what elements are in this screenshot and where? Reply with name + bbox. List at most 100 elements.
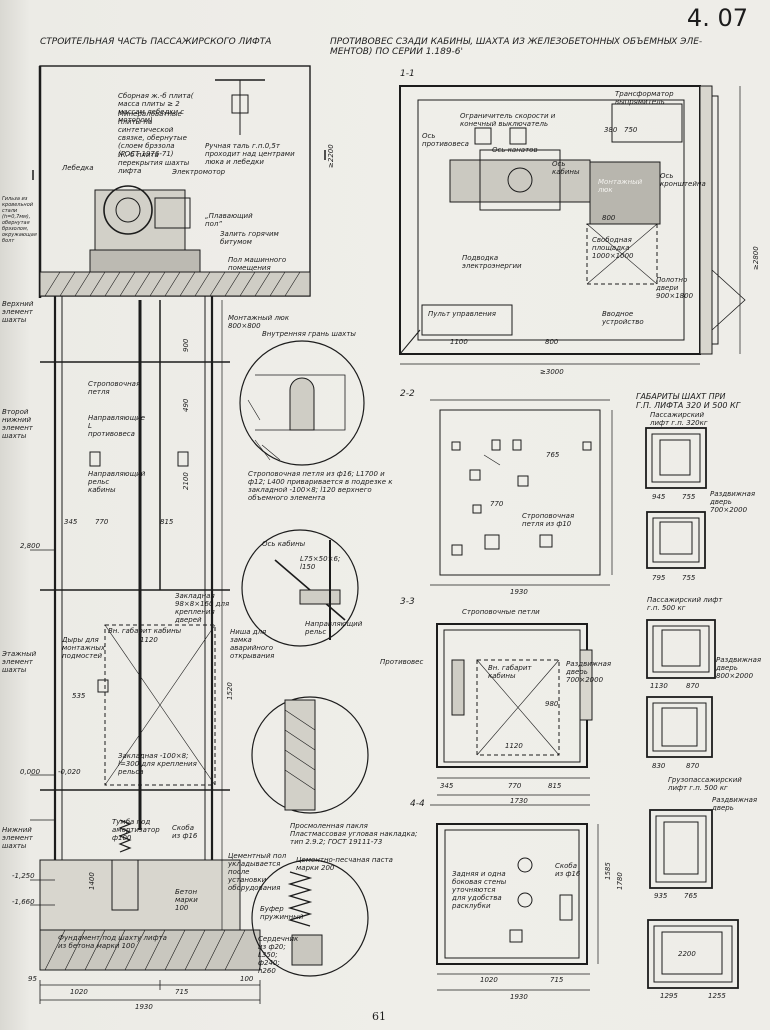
dim-900: 900 — [182, 338, 190, 352]
dim-2200-right: 2200 — [678, 950, 696, 958]
label-floor-element: Этажный элемент шахты — [2, 650, 37, 674]
dim-1520: 1520 — [226, 682, 234, 700]
label-embedded-part: Закладная 98×8×160 для крепления дверей — [175, 592, 230, 624]
dim-1295: 1295 — [660, 992, 678, 1000]
label-hatch: Монтажный люк 800×800 — [228, 314, 290, 330]
label-sliding-door-33: Раздвижная дверь 700×2000 — [566, 660, 612, 684]
section-title-2-2: 2-2 — [400, 389, 415, 399]
dim-100-left: 100 — [240, 975, 254, 983]
section-title-1-1: 1-1 — [400, 69, 415, 79]
right-column-plans — [645, 427, 739, 989]
label-cw-rails: Направляющие L противовеса — [88, 414, 146, 438]
label-sling-loop: Строповочная петля — [88, 380, 141, 396]
label-inner-face: Внутренняя грань шахты — [262, 330, 356, 338]
note-floor-slab: Ж.-б плита перекрытия шахты лифта — [118, 151, 190, 175]
label-lower-element: Нижний элемент шахты — [2, 826, 33, 850]
label-bitumen: Залить горячим битумом — [220, 230, 279, 246]
level-m1250: -1,250 — [12, 872, 35, 880]
label-cw-axis: Ось противовеса — [422, 132, 469, 148]
label-cabin-axis-11: Ось кабины — [552, 160, 580, 176]
dim-2200-machine: ≥2200 — [327, 144, 335, 168]
label-input-device: Вводное устройство — [602, 310, 644, 326]
dim-2100: 2100 — [182, 472, 190, 490]
label-pass500: Пассажирский лифт г.п. 500 кг — [647, 596, 723, 612]
label-cabin-rail: Направляющий рельс кабины — [88, 470, 146, 494]
section-title-3-3: 3-3 — [400, 597, 415, 607]
label-rear-wall: Задняя и одна боковая стены уточняются д… — [452, 870, 507, 910]
dim-95-left: 95 — [28, 975, 37, 983]
dim-870-a: 870 — [686, 682, 700, 690]
label-door2: Раздвижная дверь 800×2000 — [716, 656, 762, 680]
label-install-hatch: Монтажный люк — [598, 178, 643, 194]
dim-1930-left: 1930 — [135, 1003, 153, 1011]
dim-1400: 1400 — [88, 872, 96, 890]
level-0: 0,000 — [20, 768, 41, 776]
plan-1-1 — [399, 85, 746, 365]
dim-770-left: 770 — [95, 518, 109, 526]
dim-755-b: 755 — [682, 574, 696, 582]
dim-830: 830 — [652, 762, 666, 770]
gabarity-title-2: Г.П. ЛИФТА 320 И 500 КГ — [636, 401, 741, 410]
label-sleeve: Гильза из кровельной стали (h=0,7мм), об… — [2, 196, 37, 244]
label-bracket: Скоба из ф16 — [172, 824, 198, 840]
dim-765-b: 765 — [684, 892, 698, 900]
dim-3000: ≥3000 — [540, 368, 564, 376]
dim-1780: 1780 — [616, 872, 624, 890]
label-transformer: Трансформатор выпрямитель — [615, 90, 674, 106]
gabarity-title-1: ГАБАРИТЫ ШАХТ ПРИ — [636, 392, 726, 401]
label-hand-hoist: Ручная таль г.п.0,5т проходит над центра… — [205, 142, 295, 166]
dim-795: 795 — [652, 574, 666, 582]
label-counterweight: Противовес — [380, 658, 424, 666]
label-bracket-44: Скоба из ф16 — [555, 862, 581, 878]
dim-715-left: 715 — [175, 988, 189, 996]
dim-1585: 1585 — [604, 862, 612, 880]
dim-755-a: 755 — [682, 493, 696, 501]
section-title-4-4: 4-4 — [410, 799, 425, 809]
label-niche: Ниша для замка аварийного открывания — [230, 628, 275, 660]
label-sling-loops: Строповочные петли — [462, 608, 540, 616]
label-room-floor: Пол машинного помещения — [228, 256, 287, 272]
label-loop-text: Строповочная петля из ф16; L1700 и ф12; … — [248, 470, 393, 502]
label-buffer-stand: Тумба под амортизатор ф100 — [112, 818, 160, 842]
page-number: 4. 07 — [686, 4, 748, 32]
label-winch: Лебедка — [62, 164, 94, 172]
dim-800-hatch: 800 — [602, 214, 616, 222]
dim-770-22: 770 — [490, 500, 504, 508]
dim-815-left: 815 — [160, 518, 174, 526]
dim-945: 945 — [652, 493, 666, 501]
label-bolt-axis: Ось кронштейна — [660, 172, 706, 188]
right-header-line1: ПРОТИВОВЕС СЗАДИ КАБИНЫ, ШАХТА ИЗ ЖЕЛЕЗО… — [330, 37, 703, 47]
detail-circles — [239, 340, 369, 977]
dim-2800: ≥2800 — [752, 246, 760, 270]
label-loop-note: Строповочная петля из ф10 — [522, 512, 575, 528]
label-control-panel: Пульт управления — [428, 310, 497, 318]
label-floating-floor: „Плавающий пол” — [205, 212, 253, 228]
label-door-blade: Полотно двери 900×1800 — [656, 276, 694, 300]
right-header-line2: МЕНТОВ) ПО СЕРИИ 1.189-6' — [330, 47, 463, 57]
dim-750: 750 — [624, 126, 638, 134]
label-pass320: Пассажирский лифт г.п. 320кг — [650, 411, 708, 427]
label-foundation: Фундамент под шахту лифта из бетона марк… — [58, 934, 167, 950]
left-header: СТРОИТЕЛЬНАЯ ЧАСТЬ ПАССАЖИРСКОГО ЛИФТА — [40, 37, 272, 47]
label-door3: Раздвижная дверь — [712, 796, 758, 812]
level-m1660: -1,660 — [12, 898, 35, 906]
label-upper-element: Верхний элемент шахты — [2, 300, 34, 324]
dim-870-b: 870 — [686, 762, 700, 770]
label-second-element: Второй нижний элемент шахты — [2, 408, 33, 440]
label-spring-buffer: Буфер пружинный — [260, 905, 304, 921]
dim-1730: 1730 — [510, 797, 528, 805]
dim-1020-44: 1020 — [480, 976, 498, 984]
level-m020: -0,020 — [58, 768, 81, 776]
label-cabin-axis-detail: Ось кабины — [262, 540, 306, 548]
dim-535: 535 — [72, 692, 86, 700]
label-ropes-axis: Ось канатов — [492, 146, 538, 154]
dim-380: 380 — [604, 126, 618, 134]
label-door1: Раздвижная дверь 700×2000 — [710, 490, 756, 514]
dim-1930-22: 1930 — [510, 588, 528, 596]
dim-715-44: 715 — [550, 976, 564, 984]
label-guide-rail: Направляющий рельс — [305, 620, 363, 636]
label-holes: Дыры для монтажных подмостей — [62, 636, 106, 660]
label-cement-floor: Цементный пол укладывается после установ… — [228, 852, 287, 892]
